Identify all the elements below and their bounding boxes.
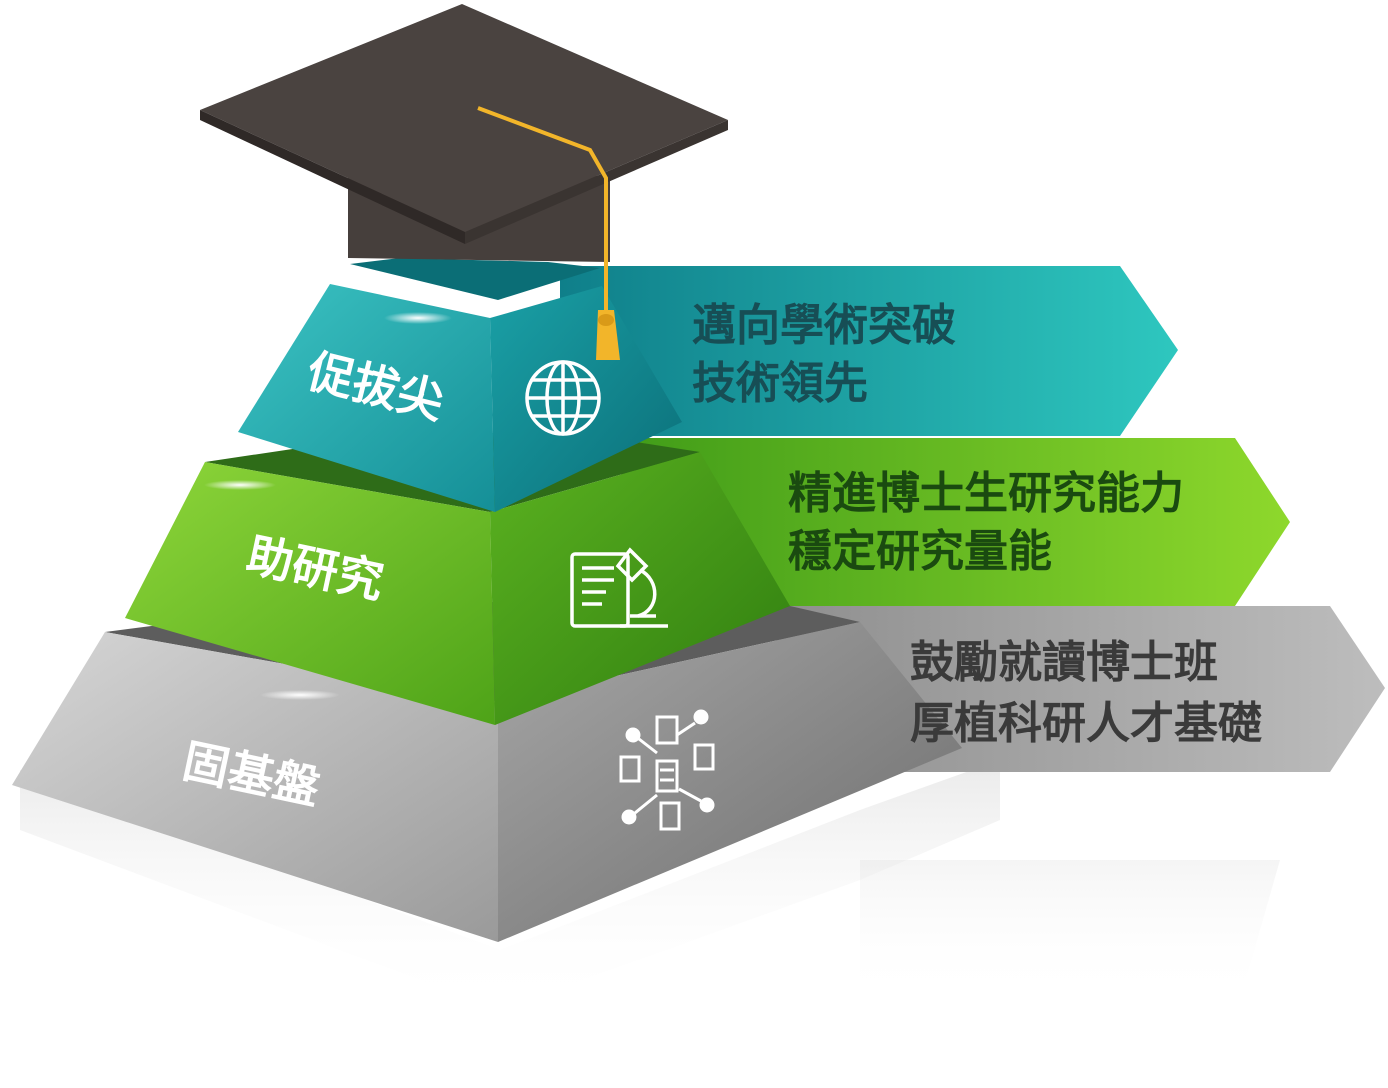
- arrow-banner-middle: [600, 438, 1290, 606]
- people-documents-network-icon: [619, 709, 715, 831]
- tier-top-line-2: 技術領先: [692, 358, 868, 409]
- graduation-cap-icon: [200, 4, 728, 360]
- research-document-microscope-icon: [570, 547, 668, 628]
- tier-top-line-1: 邁向學術突破: [692, 300, 956, 351]
- tier-middle-line-2: 穩定研究量能: [788, 526, 1052, 577]
- arrow-banner-top: [560, 266, 1178, 436]
- floor-reflection: [20, 760, 1280, 1010]
- tier-bottom-line-2: 厚植科研人才基礎: [910, 698, 1262, 749]
- tier-middle-line-1: 精進博士生研究能力: [788, 468, 1184, 519]
- tier-bottom-line-1: 鼓勵就讀博士班: [910, 637, 1218, 688]
- globe-icon: [525, 360, 601, 436]
